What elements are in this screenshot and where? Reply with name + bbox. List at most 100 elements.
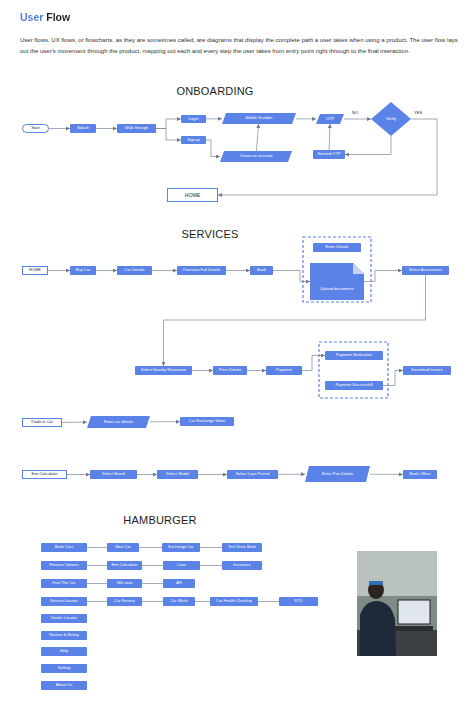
node-text: New Car — [115, 545, 131, 550]
node-text: Emi Calculator — [111, 563, 137, 568]
doc-outline — [310, 263, 364, 300]
section-heading: HAMBURGER — [80, 514, 240, 526]
flow-connector — [150, 421, 180, 422]
flow-connector — [256, 124, 258, 151]
node-text: Verify — [386, 117, 396, 122]
process-box: Review & Rating — [41, 631, 87, 640]
flow-connector — [206, 118, 222, 119]
process-box: Buy Car — [70, 266, 96, 275]
node-text: Buy Car — [76, 268, 90, 273]
node-text: Select Accessories — [409, 268, 443, 273]
flow-connector — [247, 370, 266, 371]
flow-connector — [200, 565, 222, 566]
flow-connector — [142, 565, 163, 566]
doc-fill — [310, 263, 364, 300]
process-box: Login — [181, 115, 206, 123]
terminal-box: HOME — [22, 266, 48, 275]
node-text: Splash — [77, 126, 89, 131]
process-box: New Car — [107, 543, 139, 552]
flow-connector — [96, 128, 117, 129]
input-parallelogram: Enter car details — [87, 416, 150, 428]
node-text: AR — [176, 581, 182, 586]
process-box: Car Health Checkup — [210, 597, 258, 606]
node-text: OTP — [326, 117, 334, 122]
flow-connector — [156, 119, 181, 129]
photo — [357, 551, 437, 656]
process-box: 360 view — [107, 579, 142, 588]
process-box: Book — [250, 266, 273, 275]
process-box: Enter Details — [313, 243, 361, 252]
input-parallelogram: Mobile Number — [222, 113, 296, 124]
process-box: Download Invoice — [403, 366, 451, 375]
flow-connector — [345, 136, 391, 155]
photo-head — [368, 581, 384, 599]
node-text: Walk through — [125, 126, 148, 131]
process-box: Bank Offers — [403, 470, 437, 479]
process-box: Select Accessories — [402, 266, 449, 275]
flow-connector — [156, 129, 181, 141]
para-fill — [316, 114, 344, 124]
process-box: About Us — [41, 681, 87, 690]
process-box: Payment Verification — [325, 351, 383, 360]
process-box: Overview Full Details — [177, 266, 226, 275]
process-box: Payment — [266, 366, 302, 375]
flow-connector — [87, 583, 107, 584]
page-title: User Flow — [20, 11, 70, 23]
photo-body — [360, 601, 396, 656]
flow-connector — [96, 270, 117, 271]
node-text: Service Locator — [50, 599, 78, 604]
process-box: Insurance — [222, 561, 262, 570]
node-text: Price Details — [219, 368, 241, 373]
node-text: Car Service — [114, 599, 135, 604]
flow-connector — [198, 474, 227, 475]
process-box: Car Service — [107, 597, 142, 606]
intro-caption: User flows, UX flows, or flowcharts, as … — [20, 35, 458, 57]
flow-connector — [192, 370, 213, 371]
process-box: Select Brand — [90, 470, 137, 479]
node-text: Car Exchange Value — [189, 419, 225, 424]
flow-connector — [302, 356, 325, 371]
node-text: About Us — [56, 683, 72, 688]
node-text: Overview Full Details — [183, 268, 221, 273]
flow-connector — [383, 371, 403, 386]
flow-connector — [296, 118, 316, 119]
flow-connector — [137, 474, 157, 475]
process-box: Payment Successfull — [325, 381, 383, 390]
node-text: Select Brand — [102, 472, 125, 477]
flow-connector — [62, 422, 87, 423]
edge-label: NO — [352, 110, 358, 115]
node-text: Download Invoice — [411, 368, 443, 373]
node-text: Login — [189, 117, 199, 122]
node-text: Setting — [58, 666, 70, 671]
start-terminal: Start — [22, 124, 49, 133]
process-box: Service Locator — [41, 597, 87, 606]
para-fill — [222, 113, 296, 124]
flow-connector — [218, 119, 437, 195]
flow-connector — [278, 474, 305, 475]
flow-connector — [142, 583, 163, 584]
node-text: Car Wash — [170, 599, 188, 604]
process-box: Finance Options — [41, 561, 87, 570]
flow-connector — [329, 124, 331, 150]
node-text: Loan — [177, 563, 186, 568]
process-box: Price Details — [213, 366, 247, 375]
process-box: Car Exchange Value — [180, 417, 234, 426]
para-fill — [305, 466, 370, 482]
node-text: Emi Calculator — [31, 472, 57, 477]
process-box: Select Loan Period — [227, 470, 278, 479]
process-box: Book Cars — [41, 543, 87, 552]
process-box: Exchange Car — [162, 543, 200, 552]
node-text: Test Drive Book — [228, 545, 256, 550]
process-box: Car Wash — [163, 597, 195, 606]
process-box: Walk through — [117, 124, 156, 133]
flow-connector — [344, 119, 371, 120]
terminal-box: HOME — [167, 188, 218, 202]
node-text: Insurance — [233, 563, 251, 568]
flow-connector — [67, 474, 90, 475]
node-text: Finance Options — [49, 563, 78, 568]
node-text: Car Details — [125, 268, 145, 273]
node-text: HOME — [185, 193, 201, 198]
input-parallelogram: OTP — [316, 114, 344, 124]
flow-connector — [49, 128, 70, 129]
node-text: Bank Offers — [409, 472, 430, 477]
